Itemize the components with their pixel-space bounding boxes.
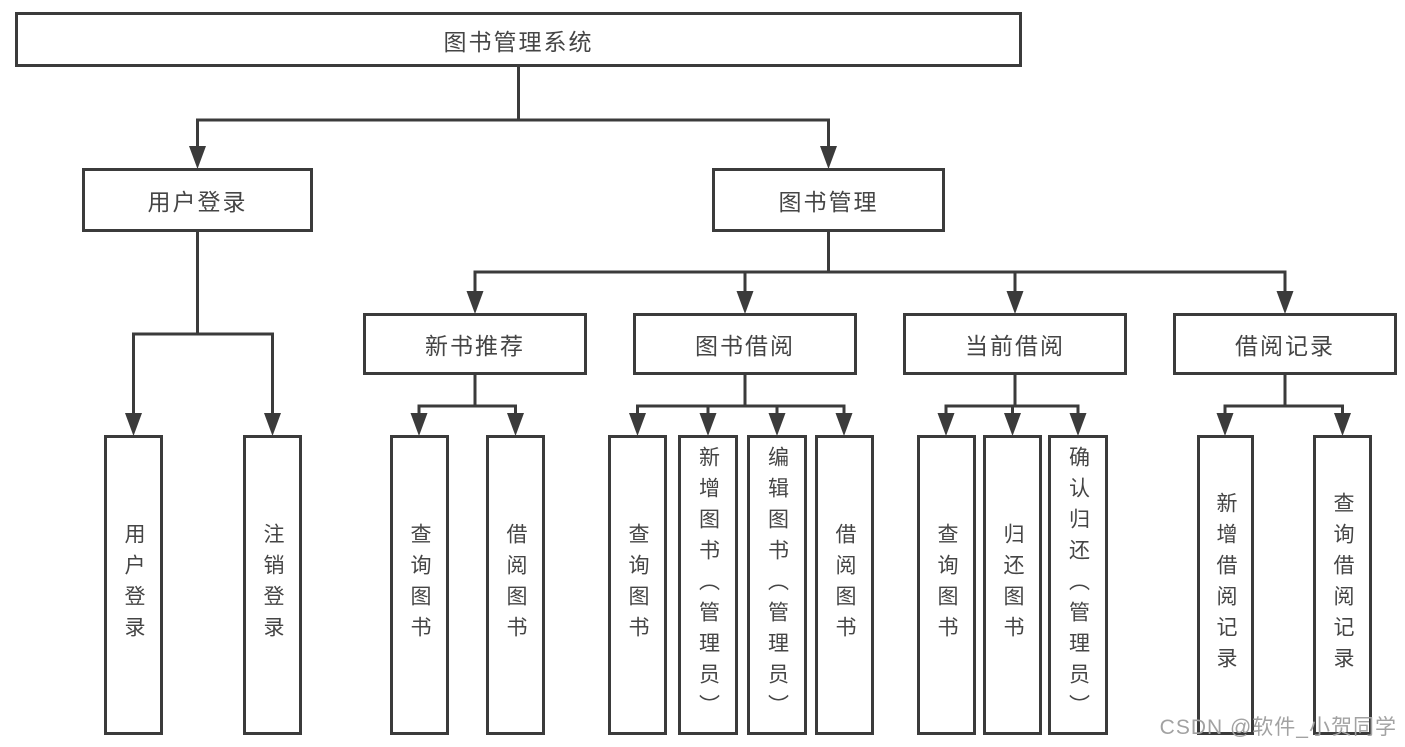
node-borrowing-records-label: 借阅记录 xyxy=(1235,333,1335,359)
node-new-book-recommendation: 新书推荐 xyxy=(363,313,587,375)
node-leaf-query-books-current: 查询图书 xyxy=(917,435,976,735)
node-leaf-query-books-borrowing-label: 查询图书 xyxy=(626,523,649,647)
node-current-borrowing: 当前借阅 xyxy=(903,313,1127,375)
node-leaf-return-books: 归还图书 xyxy=(983,435,1042,735)
node-leaf-confirm-return-admin: 确认归还（管理员） xyxy=(1048,435,1108,735)
node-book-management-module-label: 图书管理 xyxy=(778,189,879,215)
node-leaf-add-borrow-record-label: 新增借阅记录 xyxy=(1214,492,1237,678)
node-leaf-user-login-label: 用户登录 xyxy=(122,523,145,647)
node-user-login-module: 用户登录 xyxy=(82,168,313,232)
node-current-borrowing-label: 当前借阅 xyxy=(965,333,1065,359)
node-leaf-add-borrow-record: 新增借阅记录 xyxy=(1197,435,1254,735)
node-leaf-query-borrow-record-label: 查询借阅记录 xyxy=(1331,492,1354,678)
node-leaf-confirm-return-admin-label: 确认归还（管理员） xyxy=(1066,445,1090,725)
node-library-management-system: 图书管理系统 xyxy=(15,12,1022,67)
node-leaf-borrow-books: 借阅图书 xyxy=(815,435,874,735)
node-leaf-borrow-books-label: 借阅图书 xyxy=(833,523,856,647)
node-leaf-edit-books-admin: 编辑图书（管理员） xyxy=(747,435,807,735)
node-leaf-return-books-label: 归还图书 xyxy=(1001,523,1024,647)
node-leaf-query-borrow-record: 查询借阅记录 xyxy=(1313,435,1372,735)
node-user-login-module-label: 用户登录 xyxy=(147,189,248,215)
node-leaf-logout: 注销登录 xyxy=(243,435,302,735)
node-library-management-system-label: 图书管理系统 xyxy=(443,28,594,55)
node-leaf-add-books-admin: 新增图书（管理员） xyxy=(678,435,738,735)
node-leaf-query-books-borrowing: 查询图书 xyxy=(608,435,667,735)
node-book-management-module: 图书管理 xyxy=(712,168,945,232)
node-leaf-user-login: 用户登录 xyxy=(104,435,163,735)
node-new-book-recommendation-label: 新书推荐 xyxy=(425,333,525,359)
node-leaf-add-books-admin-label: 新增图书（管理员） xyxy=(696,445,720,725)
node-leaf-borrow-books-recommend: 借阅图书 xyxy=(486,435,545,735)
node-leaf-logout-label: 注销登录 xyxy=(261,523,284,647)
arrowhead-icons xyxy=(125,146,1351,436)
node-leaf-query-books-current-label: 查询图书 xyxy=(935,523,958,647)
node-leaf-edit-books-admin-label: 编辑图书（管理员） xyxy=(765,445,789,725)
node-borrowing-records: 借阅记录 xyxy=(1173,313,1397,375)
node-leaf-borrow-books-recommend-label: 借阅图书 xyxy=(504,523,527,647)
node-book-borrowing-label: 图书借阅 xyxy=(695,333,795,359)
node-leaf-query-books-recommend-label: 查询图书 xyxy=(408,523,431,647)
node-book-borrowing: 图书借阅 xyxy=(633,313,857,375)
node-leaf-query-books-recommend: 查询图书 xyxy=(390,435,449,735)
connector-segments xyxy=(132,67,1344,414)
csdn-watermark: CSDN @软件_小贺同学 xyxy=(1159,716,1397,739)
